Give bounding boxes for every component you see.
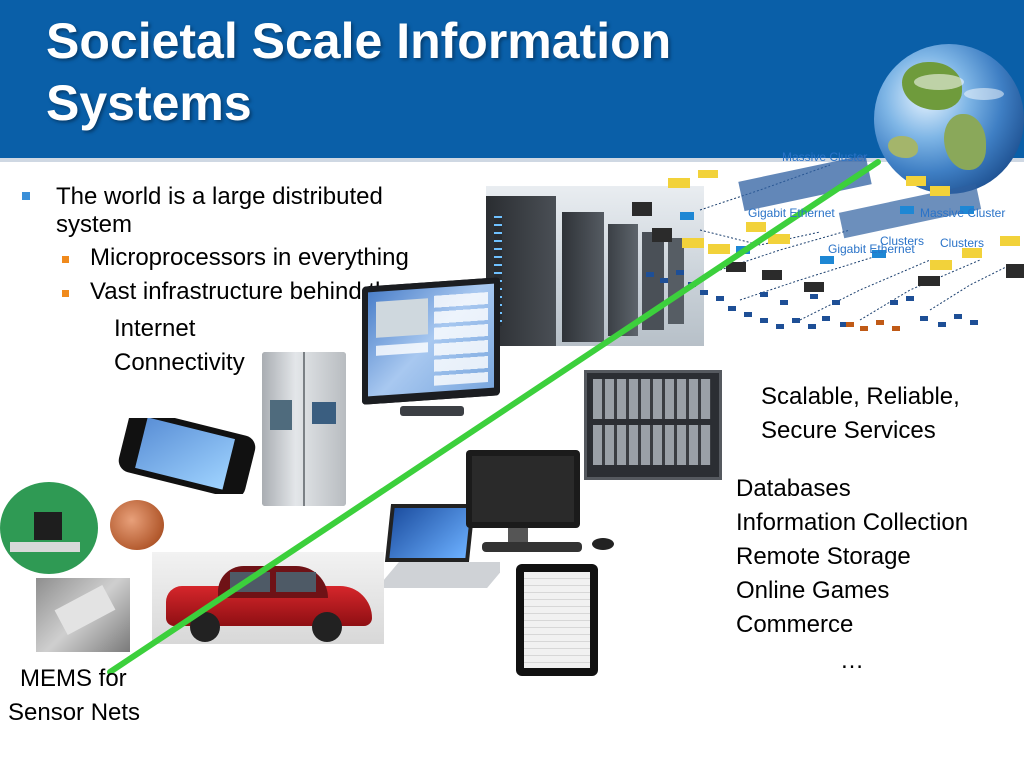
label-massive-cluster-2: Massive Cluster — [920, 206, 1006, 220]
label-mems-line2: Sensor Nets — [8, 699, 141, 726]
globe-icon — [874, 44, 1024, 194]
mems-chip-icon — [36, 578, 130, 652]
blade-server-icon — [566, 358, 736, 488]
service-online-games: Online Games — [736, 577, 890, 604]
service-commerce: Commerce — [736, 611, 854, 638]
server-room-icon — [486, 186, 704, 346]
car-icon — [152, 552, 384, 644]
label-clusters: Clusters — [880, 234, 925, 248]
label-gigabit-ethernet-2: Gigabit Ethernet — [828, 242, 915, 256]
service-databases: Databases — [736, 475, 851, 502]
service-ellipsis: … — [840, 647, 864, 674]
desktop-monitor-icon — [464, 448, 620, 560]
tablet-icon — [516, 564, 598, 676]
bullet-sub1-marker — [62, 256, 69, 263]
refrigerator-overlay — [262, 352, 346, 506]
bullet-sub2-marker — [62, 290, 69, 297]
title-bar — [0, 0, 1024, 162]
label-massive-cluster: Massive Cluster — [782, 150, 868, 164]
label-scalable-line2: Secure Services — [761, 417, 936, 444]
smart-tv-overlay — [362, 277, 500, 405]
bullet-main-cont: system — [56, 211, 133, 238]
smart-tv-icon — [356, 278, 506, 424]
label-gigabit-ethernet: Gigabit Ethernet — [748, 206, 835, 220]
bullet-sub1: Microprocessors in everything — [90, 244, 409, 271]
label-clusters-2: Clusters — [940, 236, 985, 250]
service-information-collection: Information Collection — [736, 509, 969, 536]
sensor-nodes-orange — [846, 320, 900, 331]
bullet-sub3: Internet — [114, 315, 196, 342]
network-nodes — [632, 154, 1024, 292]
trend-line — [107, 159, 881, 675]
label-mems-line1: MEMS for — [20, 665, 127, 692]
bullet-sub4: Connectivity — [114, 349, 245, 376]
bullet-main: The world is a large distributed — [56, 183, 383, 210]
service-remote-storage: Remote Storage — [736, 543, 911, 570]
sensor-nodes — [646, 270, 978, 329]
slide-title: Societal Scale Information Systems — [46, 13, 672, 131]
coin-icon — [110, 500, 164, 550]
sensor-board-icon — [0, 478, 100, 574]
bullet-main-marker — [22, 192, 30, 200]
label-scalable-line1: Scalable, Reliable, — [761, 383, 960, 410]
